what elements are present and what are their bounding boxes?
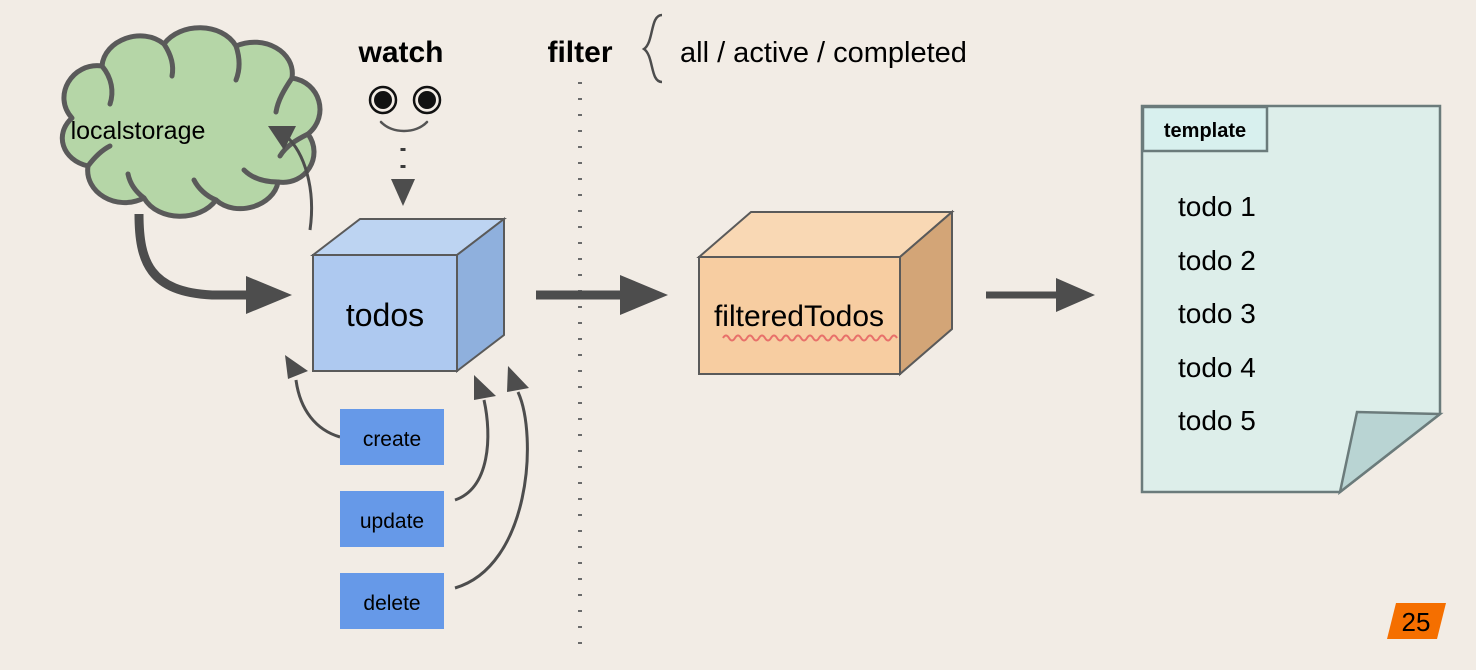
spellcheck-squiggle-icon bbox=[722, 334, 898, 342]
arrow-update-to-todos bbox=[454, 375, 496, 502]
arrow-todos-to-localstorage bbox=[268, 126, 314, 231]
arrow-filteredtodos-to-template bbox=[986, 278, 1095, 312]
template-item-3: todo 3 bbox=[1178, 298, 1256, 329]
cloud-inner-arcs bbox=[85, 41, 311, 203]
node-filtered-todos-label: filteredTodos bbox=[714, 300, 884, 333]
filter-label: filter bbox=[547, 36, 612, 69]
action-update[interactable]: update bbox=[340, 491, 444, 547]
action-create-label: create bbox=[363, 428, 421, 451]
page-number-label: 25 bbox=[1402, 607, 1431, 637]
action-create[interactable]: create bbox=[340, 409, 444, 465]
node-localstorage-label: localstorage bbox=[71, 117, 206, 145]
watch-label: watch bbox=[357, 36, 443, 69]
node-todos[interactable]: todos bbox=[310, 216, 507, 374]
template-item-5: todo 5 bbox=[1178, 405, 1256, 436]
arrow-todos-to-filteredtodos bbox=[536, 275, 668, 315]
action-delete-box bbox=[340, 573, 444, 629]
page-badge-shape bbox=[1387, 603, 1446, 639]
filteredtodos-box-front bbox=[698, 256, 901, 375]
watch-group: watch bbox=[357, 36, 444, 206]
arrow-localstorage-to-todos bbox=[134, 213, 292, 314]
template-item-1: todo 1 bbox=[1178, 191, 1256, 222]
template-item-4: todo 4 bbox=[1178, 352, 1256, 383]
action-delete-label: delete bbox=[363, 592, 420, 615]
action-create-box bbox=[340, 409, 444, 465]
watch-eyes-smiley-icon bbox=[368, 85, 442, 133]
filter-options-label: all / active / completed bbox=[680, 37, 967, 69]
arrow-create-to-todos bbox=[285, 355, 341, 439]
action-delete[interactable]: delete bbox=[340, 573, 444, 629]
template-tab-label: template bbox=[1164, 120, 1246, 142]
template-fold-corner bbox=[1338, 410, 1444, 496]
node-template[interactable]: template todo 1 todo 2 todo 3 todo 4 tod… bbox=[1140, 104, 1444, 496]
action-update-box bbox=[340, 491, 444, 547]
node-localstorage[interactable]: localstorage bbox=[59, 25, 323, 219]
filter-brace-icon bbox=[641, 13, 663, 84]
node-filtered-todos[interactable]: filteredTodos bbox=[696, 209, 955, 377]
watch-arrow-head bbox=[391, 179, 415, 206]
page-number-badge: 25 bbox=[1387, 603, 1446, 639]
todos-box-front bbox=[312, 254, 458, 372]
filter-group: filter all / active / completed bbox=[547, 13, 967, 645]
node-todos-label: todos bbox=[346, 297, 424, 333]
arrow-delete-to-todos bbox=[454, 366, 529, 590]
action-update-label: update bbox=[360, 510, 424, 533]
template-item-2: todo 2 bbox=[1178, 245, 1256, 276]
template-tab-box bbox=[1141, 105, 1269, 153]
